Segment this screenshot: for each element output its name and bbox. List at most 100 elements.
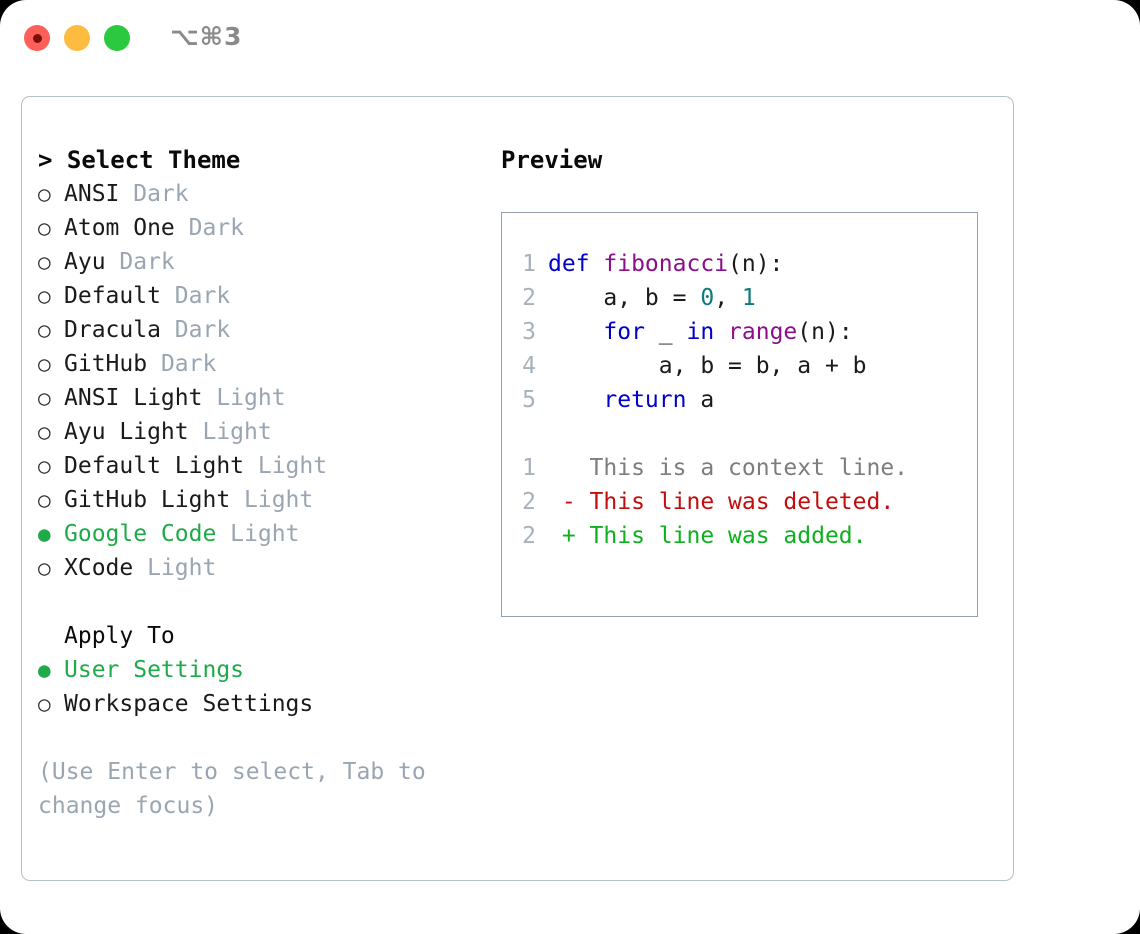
theme-option-row[interactable]: ○ Dracula Dark <box>38 313 478 347</box>
diff-line: 2 - This line was deleted. <box>502 485 977 519</box>
code-line: 4 a, b = b, a + b <box>502 349 977 383</box>
radio-unselected-icon: ○ <box>38 386 51 410</box>
code-line: 3 for _ in range(n): <box>502 315 977 349</box>
minimize-button-icon[interactable] <box>64 25 90 51</box>
code-line-number: 1 <box>522 251 536 277</box>
theme-option-label: Ayu <box>64 249 106 275</box>
theme-option-row[interactable]: ●Google Code Light <box>38 517 478 551</box>
apply-to-option-label: User Settings <box>64 657 245 683</box>
theme-variant-badge: Light <box>230 487 314 513</box>
theme-variant-badge: Dark <box>105 249 175 275</box>
diff-line-number: 2 <box>522 523 536 549</box>
diff-sample: 1 This is a context line.2 - This line w… <box>502 451 977 553</box>
code-line-text: a, b = b, a + b <box>548 349 867 383</box>
code-token-pl: (n): <box>728 251 784 277</box>
theme-option-label: Atom One <box>64 215 175 241</box>
radio-selected-icon: ● <box>38 658 51 682</box>
theme-option-row[interactable]: ○ Ayu Light Light <box>38 415 478 449</box>
preview-title: Preview <box>501 146 603 174</box>
theme-option-label: Dracula <box>64 317 161 343</box>
theme-option-row[interactable]: ○ ANSI Dark <box>38 177 478 211</box>
code-line-text: for _ in range(n): <box>548 315 852 349</box>
theme-option-label: XCode <box>64 555 134 581</box>
code-token-fn: fibonacci <box>603 251 729 277</box>
code-token-num: 1 <box>741 285 756 311</box>
code-token-kw: return <box>603 387 687 413</box>
theme-option-row[interactable]: ○ XCode Light <box>38 551 478 585</box>
close-dot-icon <box>32 33 42 43</box>
diff-line-text: - This line was deleted. <box>548 489 895 515</box>
code-line-number: 3 <box>522 319 536 345</box>
diff-line-text: This is a context line. <box>548 455 909 481</box>
theme-option-row[interactable]: ○ ANSI Light Light <box>38 381 478 415</box>
main-panel: > Select Theme ○ANSI Dark○Atom One Dark○… <box>21 96 1014 881</box>
radio-unselected-icon: ○ <box>38 284 51 308</box>
code-token-pl <box>548 319 603 345</box>
code-line-text: return a <box>548 383 714 417</box>
apply-to-option-row[interactable]: ○ Workspace Settings <box>38 687 478 721</box>
theme-option-row[interactable]: ○Default Light Light <box>38 449 478 483</box>
code-token-num: 0 <box>700 285 715 311</box>
close-button-icon[interactable] <box>24 25 50 51</box>
radio-selected-icon: ● <box>38 522 51 546</box>
theme-variant-badge: Dark <box>160 317 231 343</box>
code-line: 5 return a <box>502 383 977 417</box>
theme-option-label: ANSI <box>64 181 120 207</box>
theme-option-row[interactable]: ○ GitHub Light Light <box>38 483 478 517</box>
code-token-kw: for <box>603 319 645 345</box>
apply-to-option-label: Workspace Settings <box>64 691 314 717</box>
theme-variant-badge: Light <box>202 385 286 411</box>
theme-variant-badge: Dark <box>147 351 217 377</box>
radio-unselected-icon: ○ <box>38 216 51 240</box>
code-line-number: 5 <box>522 387 536 413</box>
theme-option-label: ANSI Light <box>64 385 203 411</box>
theme-option-label: GitHub Light <box>64 487 231 513</box>
radio-unselected-icon: ○ <box>38 488 51 512</box>
code-diff-spacer <box>502 417 977 451</box>
code-token-pl: a <box>686 387 715 413</box>
theme-option-label: Default Light <box>64 453 245 479</box>
code-line-text: a, b = 0, 1 <box>548 281 756 315</box>
diff-line-number: 1 <box>522 455 536 481</box>
list-spacer <box>38 585 478 619</box>
theme-option-row[interactable]: ○GitHub Dark <box>38 347 478 381</box>
code-line-number: 2 <box>522 285 536 311</box>
code-line: 2 a, b = 0, 1 <box>502 281 977 315</box>
radio-unselected-icon: ○ <box>38 318 51 342</box>
theme-variant-badge: Dark <box>119 181 189 207</box>
theme-variant-badge: Light <box>216 521 300 547</box>
radio-unselected-icon: ○ <box>38 182 51 206</box>
keyboard-hint-text: (Use Enter to select, Tab to change focu… <box>38 759 440 819</box>
code-token-kw: def <box>548 251 604 277</box>
select-theme-header: > Select Theme <box>38 146 241 174</box>
radio-unselected-icon: ○ <box>38 692 51 716</box>
radio-unselected-icon: ○ <box>38 420 51 444</box>
diff-line-number: 2 <box>522 489 536 515</box>
code-token-pl: , <box>714 285 742 311</box>
theme-variant-badge: Light <box>188 419 272 445</box>
apply-to-header: Apply To <box>64 623 175 649</box>
radio-unselected-icon: ○ <box>38 556 51 580</box>
theme-list: ○ANSI Dark○Atom One Dark○Ayu Dark○Defaul… <box>38 177 478 585</box>
theme-variant-badge: Light <box>244 453 328 479</box>
code-token-fn: range <box>728 319 798 345</box>
traffic-lights <box>24 25 130 51</box>
maximize-button-icon[interactable] <box>104 25 130 51</box>
diff-line: 1 This is a context line. <box>502 451 977 485</box>
theme-option-row[interactable]: ○ Atom One Dark <box>38 211 478 245</box>
code-line-number: 4 <box>522 353 536 379</box>
theme-option-row[interactable]: ○Ayu Dark <box>38 245 478 279</box>
theme-option-row[interactable]: ○Default Dark <box>38 279 478 313</box>
theme-option-label: GitHub <box>64 351 148 377</box>
theme-option-label: Ayu Light <box>64 419 189 445</box>
theme-variant-badge: Dark <box>174 215 245 241</box>
theme-variant-badge: Light <box>133 555 217 581</box>
code-token-pl <box>714 319 728 345</box>
code-token-kw: in <box>686 319 715 345</box>
apply-to-option-row[interactable]: ● User Settings <box>38 653 478 687</box>
code-token-pl: _ <box>644 319 687 345</box>
apply-to-list: ● User Settings ○ Workspace Settings <box>38 653 478 721</box>
